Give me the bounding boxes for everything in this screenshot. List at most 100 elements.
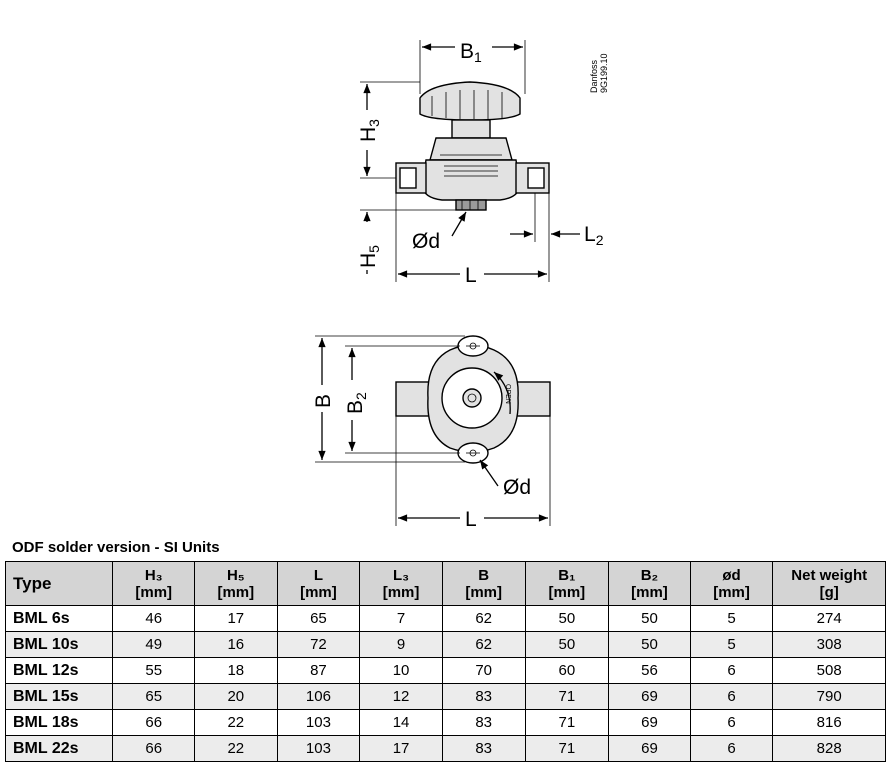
- value-cell: 103: [276, 709, 361, 736]
- value-cell: 62: [441, 631, 526, 658]
- type-cell: BML 18s: [4, 709, 114, 736]
- dim-diameter-label-bottom: Ød: [503, 476, 531, 499]
- value-cell: 9: [359, 631, 443, 658]
- value-cell: 308: [772, 631, 886, 658]
- value-cell: 69: [608, 735, 691, 762]
- side-view: B1 H3 H5 Ød L2 L Danfoss 9G199.10: [357, 40, 609, 287]
- value-cell: 17: [194, 605, 278, 632]
- column-header-unit: [mm]: [135, 583, 173, 601]
- value-cell: 828: [772, 735, 886, 762]
- column-header-unit: [mm]: [713, 583, 750, 601]
- column-header-name: Type: [13, 574, 52, 593]
- value-cell: 7: [359, 605, 443, 632]
- type-cell: BML 10s: [4, 631, 114, 658]
- column-header-name: B₂: [640, 566, 659, 584]
- valve-technical-drawing: B1 H3 H5 Ød L2 L Danfoss 9G199.10: [312, 40, 609, 531]
- value-cell: 72: [276, 631, 361, 658]
- column-header: Type: [4, 561, 114, 606]
- column-header: H₅[mm]: [194, 561, 278, 606]
- value-cell: 5: [689, 631, 774, 658]
- value-cell: 20: [194, 683, 278, 710]
- column-header-unit: [mm]: [382, 583, 420, 601]
- drawing-number: 9G199.10: [599, 53, 609, 93]
- value-cell: 70: [441, 657, 526, 684]
- value-cell: 50: [608, 605, 691, 632]
- value-cell: 6: [689, 735, 774, 762]
- column-header-unit: [g]: [819, 583, 839, 601]
- type-cell: BML 15s: [4, 683, 114, 710]
- value-cell: 66: [112, 735, 195, 762]
- table-title: ODF solder version - SI Units: [12, 539, 220, 556]
- column-header: L₃[mm]: [359, 561, 443, 606]
- dim-l-label-bottom: L: [465, 508, 477, 531]
- value-cell: 14: [359, 709, 443, 736]
- dim-l-label-top: L: [465, 264, 477, 287]
- value-cell: 65: [276, 605, 361, 632]
- brand-note: Danfoss: [589, 59, 599, 93]
- value-cell: 508: [772, 657, 886, 684]
- column-header-unit: [mm]: [300, 583, 337, 601]
- column-header: Net weight[g]: [772, 561, 886, 606]
- column-header: ød[mm]: [689, 561, 774, 606]
- value-cell: 83: [441, 683, 526, 710]
- value-cell: 6: [689, 709, 774, 736]
- value-cell: 71: [524, 683, 610, 710]
- dim-b2-label: B2: [344, 392, 369, 414]
- type-cell: BML 22s: [4, 735, 114, 762]
- column-header: B₁[mm]: [524, 561, 610, 606]
- value-cell: 10: [359, 657, 443, 684]
- value-cell: 50: [608, 631, 691, 658]
- value-cell: 16: [194, 631, 278, 658]
- value-cell: 71: [524, 709, 610, 736]
- value-cell: 22: [194, 709, 278, 736]
- dim-h5-label: H5: [357, 245, 382, 268]
- value-cell: 12: [359, 683, 443, 710]
- column-header: L[mm]: [276, 561, 361, 606]
- value-cell: 69: [608, 709, 691, 736]
- value-cell: 274: [772, 605, 886, 632]
- dim-b1-label: B1: [460, 40, 482, 65]
- value-cell: 17: [359, 735, 443, 762]
- value-cell: 69: [608, 683, 691, 710]
- dim-h3-label: H3: [357, 119, 382, 142]
- value-cell: 50: [524, 631, 610, 658]
- column-header-name: H₅: [226, 566, 245, 584]
- value-cell: 106: [276, 683, 361, 710]
- value-cell: 6: [689, 657, 774, 684]
- value-cell: 56: [608, 657, 691, 684]
- column-header-unit: [mm]: [217, 583, 255, 601]
- value-cell: 83: [441, 735, 526, 762]
- column-header-unit: [mm]: [631, 583, 668, 601]
- value-cell: 816: [772, 709, 886, 736]
- column-header-name: Net weight: [791, 566, 868, 584]
- value-cell: 103: [276, 735, 361, 762]
- value-cell: 790: [772, 683, 886, 710]
- value-cell: 49: [112, 631, 195, 658]
- column-header: B₂[mm]: [608, 561, 691, 606]
- dim-b-label: B: [312, 394, 335, 408]
- value-cell: 83: [441, 709, 526, 736]
- value-cell: 87: [276, 657, 361, 684]
- value-cell: 60: [524, 657, 610, 684]
- type-cell: BML 12s: [4, 657, 114, 684]
- column-header-name: L₃: [393, 566, 410, 584]
- value-cell: 18: [194, 657, 278, 684]
- value-cell: 46: [112, 605, 195, 632]
- column-header-name: B₁: [558, 566, 576, 584]
- value-cell: 65: [112, 683, 195, 710]
- dim-diameter-label-top: Ød: [412, 230, 440, 253]
- value-cell: 6: [689, 683, 774, 710]
- column-header-name: H₃: [144, 566, 163, 584]
- column-header-name: ød: [722, 566, 741, 584]
- column-header-unit: [mm]: [465, 583, 503, 601]
- column-header-name: B: [478, 566, 490, 584]
